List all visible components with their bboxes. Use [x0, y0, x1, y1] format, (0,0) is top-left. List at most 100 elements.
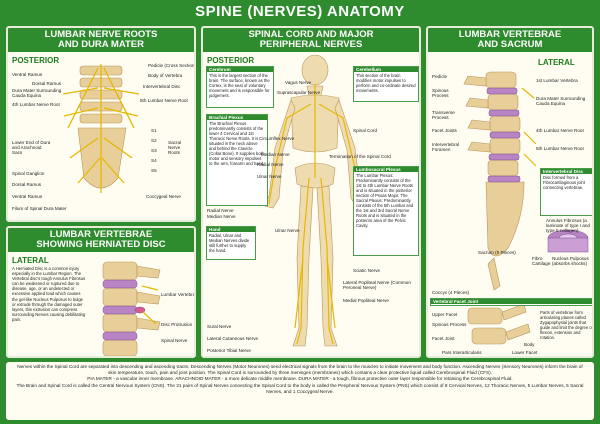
label-annulus-fibrosus: Annulus Fibrosus (a laminate of type I a… — [546, 218, 590, 233]
info-box-text: This section of the brain modifies motor… — [356, 73, 416, 93]
summary-line: The Brain and Spinal Cord is called the … — [16, 382, 584, 394]
facet-joint-description: Parts of vertebrae form articulating pla… — [540, 310, 593, 340]
label-spinal-ganglion: Spinal Ganglion — [12, 171, 45, 176]
heading-line: AND SACRUM — [477, 39, 543, 50]
label-sacral-roots: Sacral Nerve Roots — [168, 140, 182, 155]
panel-subheading: LATERAL — [538, 58, 575, 67]
info-box-title: Brachial Plexus — [207, 115, 267, 120]
summary-text: Nerves within the Spinal Cord are separa… — [6, 362, 594, 420]
label-spinous-process: Spinous Process — [432, 88, 449, 98]
panel-subheading: POSTERIOR — [207, 56, 255, 65]
label-upper-facet: Upper Facet — [432, 312, 458, 317]
disc-cross-section — [547, 229, 589, 253]
label-ulnar: Ulnar Nerve — [257, 174, 282, 179]
label-facet-joints: Facet Joints — [432, 128, 457, 133]
info-box-text: The Brachial Plexus predominantly consis… — [209, 121, 265, 166]
info-box-title: Lumbosacral Plexus — [354, 167, 418, 172]
label-intervertebral-disc: Intervertebral Disc — [143, 84, 181, 89]
panel-heading: LUMBAR NERVE ROOTS AND DURA MATER — [8, 28, 194, 52]
label-suprascapular: Suprascapular Nerve — [277, 90, 321, 95]
heading-line: SHOWING HERNIATED DISC — [36, 239, 166, 250]
panel-heading: LUMBAR VERTEBRAE AND SACRUM — [428, 28, 592, 52]
label-intervertebral-foramen: Intervertebral Foramen — [432, 142, 460, 152]
label-facet-joint: Facet Joint — [432, 336, 455, 341]
label-medial-popliteal: Medial Popliteal Nerve — [343, 298, 389, 303]
info-box-title: Cerebellum — [354, 67, 418, 72]
label-ulnar-2: Ulnar Nerve — [275, 228, 300, 233]
label-sciatic: Sciatic Nerve — [353, 268, 381, 273]
label-circumflex: Circumflex Nerve — [259, 136, 295, 141]
label-fibro-cartilage: Fibro Cartilage — [532, 256, 551, 266]
panel-subheading: POSTERIOR — [12, 56, 60, 65]
panel-nerve-roots: LUMBAR NERVE ROOTS AND DURA MATER POSTER… — [6, 26, 196, 222]
info-box-facet-joint: Vertebral Facet Joint — [430, 298, 592, 306]
label-lumbar-vertebra: Lumbar Vertebra — [161, 292, 196, 297]
label-pars-interarticularis: Pars Interarticularis — [442, 350, 482, 355]
label-4th-lumbar-root: 4th Lumbar Nerve Root — [12, 102, 60, 107]
label-s4: S4 — [151, 158, 157, 163]
label-filum: Filum of Spinal Dura Mater — [12, 206, 67, 211]
panel-lumbar-sacrum: LUMBAR VERTEBRAE AND SACRUM LATERAL Pedi… — [426, 26, 594, 358]
label-body-vertebra: Body of Vertebra — [148, 73, 183, 78]
heading-line: AND DURA MATER — [57, 39, 145, 50]
label-sacrum: Sacrum (5 Pieces) — [478, 250, 516, 255]
label-1st-lumbar: 1st Lumbar Vertebra — [536, 78, 578, 83]
panel-heading: SPINAL CORD AND MAJOR PERIPHERAL NERVES — [203, 28, 419, 52]
label-spinal-nerve: Spinal Nerve — [161, 338, 188, 343]
info-box-text: Radial, Ulnar and Median Nerves divide s… — [209, 233, 250, 253]
info-box-text: The Lumbar Plexus: Predominantly consist… — [356, 173, 414, 228]
label-radial-2: Radial Nerve — [207, 208, 234, 213]
label-dura-cauda: Dura Mater Surrounding Cauda Equina — [536, 96, 586, 106]
label-lateral-popliteal: Lateral Popliteal Nerve (Common Peroneal… — [343, 280, 411, 290]
heading-line: LUMBAR VERTEBRAE — [49, 229, 153, 240]
label-facet-body: Body — [524, 342, 535, 347]
label-spinal-cord: Spinal Cord — [353, 128, 378, 133]
label-dorsal-ramus-2: Dorsal Ramus — [12, 182, 42, 187]
label-4th-lumbar-root: 4th Lumbar Nerve Root — [536, 128, 584, 133]
info-box-text: This is the largest section of the brain… — [209, 73, 270, 98]
info-box-title: Cerebrum — [207, 67, 273, 72]
label-coccygeal: Coccygeal Nerve — [146, 194, 181, 199]
panel-heading: LUMBAR VERTEBRAE SHOWING HERNIATED DISC — [8, 228, 194, 252]
label-ventral-ramus: Ventral Ramus — [12, 72, 43, 77]
label-median-2: Median Nerve — [207, 214, 236, 219]
label-nucleus-pulposus: Nucleus Pulposus (absorbs shocks) — [552, 256, 589, 266]
panel-herniated-disc: LUMBAR VERTEBRAE SHOWING HERNIATED DISC … — [6, 226, 196, 358]
label-lower-facet: Lower Facet — [512, 350, 538, 355]
label-disc-protrusion: Disc Protrusion — [161, 322, 193, 327]
info-box-title: Hand — [207, 227, 255, 232]
page-title: SPINE (NERVES) ANATOMY — [195, 3, 405, 20]
label-lateral-cutaneous: Lateral Cutaneous Nerve — [207, 336, 259, 341]
lumbar-lateral-illustration — [463, 71, 589, 345]
panel-subheading: LATERAL — [12, 256, 49, 265]
label-ventral-ramus-2: Ventral Ramus — [12, 194, 43, 199]
herniated-disc-illustration — [102, 261, 161, 356]
label-pedicle: Pedicle — [432, 74, 448, 79]
info-box-title: Intervertebral Disc — [541, 169, 592, 174]
info-box-title: Vertebral Facet Joint — [431, 299, 592, 304]
herniated-disc-description: A Herniated Disc is a common injury espe… — [12, 266, 86, 322]
heading-line: LUMBAR NERVE ROOTS — [44, 29, 158, 40]
label-coccyx: Coccyx (4 Pieces) — [432, 290, 470, 295]
label-sural: Sural Nerve — [207, 324, 232, 329]
label-median: Median Nerve — [261, 152, 290, 157]
summary-line: PIA MATER - a vascular inner membrane. A… — [87, 376, 513, 382]
label-dorsal-ramus: Dorsal Ramus — [32, 81, 62, 86]
label-facet-spinous: Spinous Process — [432, 322, 467, 327]
heading-line: LUMBAR VERTEBRAE — [458, 29, 562, 40]
label-s5: S5 — [151, 168, 157, 173]
label-posterior-tibial: Posterior Tibial Nerve — [207, 348, 251, 353]
label-dura-lower-end: Lower End of Dura and Arachnoid Sacs — [12, 140, 51, 155]
label-dura-mater: Dura Mater Surrounding Cauda Equina — [12, 88, 62, 98]
panel-spinal-cord: SPINAL CORD AND MAJOR PERIPHERAL NERVES … — [201, 26, 421, 358]
label-5th-lumbar-root: 5th Lumbar Nerve Root — [140, 98, 188, 103]
label-s3: S3 — [151, 148, 157, 153]
nerve-roots-illustration — [62, 64, 140, 193]
label-vagus: Vagus Nerve — [285, 80, 312, 85]
label-s1: S1 — [151, 128, 157, 133]
